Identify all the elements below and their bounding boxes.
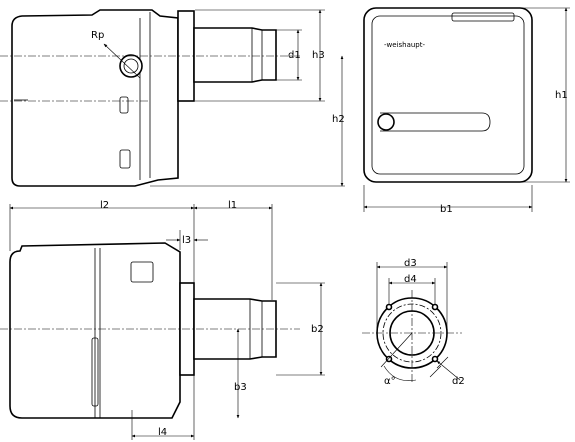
label-h2: h2 [332, 114, 345, 125]
label-b3: b3 [234, 382, 247, 393]
label-h3: h3 [312, 50, 325, 61]
front-top-slot [451, 12, 515, 22]
bolt-hole-4 [431, 355, 439, 363]
side-connector-2 [119, 149, 131, 169]
bolt-hole-3 [385, 355, 393, 363]
front-view: -weishaupt- h1 b1 [363, 7, 570, 215]
label-l4: l4 [158, 427, 167, 438]
flange-detail: d3 d4 α° d2 [362, 258, 465, 387]
label-l2: l2 [100, 200, 109, 211]
label-d2: d2 [452, 376, 465, 387]
top-detail-window [91, 337, 99, 407]
side-connector-1 [119, 96, 129, 114]
top-view: l2 l1 l3 b2 b3 l4 [0, 200, 325, 440]
label-d3: d3 [404, 258, 417, 269]
front-housing [363, 7, 533, 183]
top-connector [130, 261, 154, 283]
label-l1: l1 [228, 200, 237, 211]
label-b1: b1 [440, 204, 453, 215]
side-view-top: Rp d1 h3 h2 [0, 9, 345, 187]
gas-connection-rp [119, 54, 143, 78]
front-knob [377, 113, 395, 131]
label-alpha: α° [384, 376, 396, 387]
label-l3: l3 [182, 235, 191, 246]
label-d1: d1 [288, 50, 301, 61]
front-handle [380, 112, 491, 132]
bolt-hole-2 [431, 303, 439, 311]
bolt-hole-1 [385, 303, 393, 311]
brand-label: -weishaupt- [384, 41, 426, 49]
label-h1: h1 [555, 90, 568, 101]
label-d4: d4 [404, 274, 417, 285]
label-b2: b2 [311, 324, 324, 335]
flame-tube [193, 27, 277, 83]
label-rp: Rp [91, 30, 104, 41]
